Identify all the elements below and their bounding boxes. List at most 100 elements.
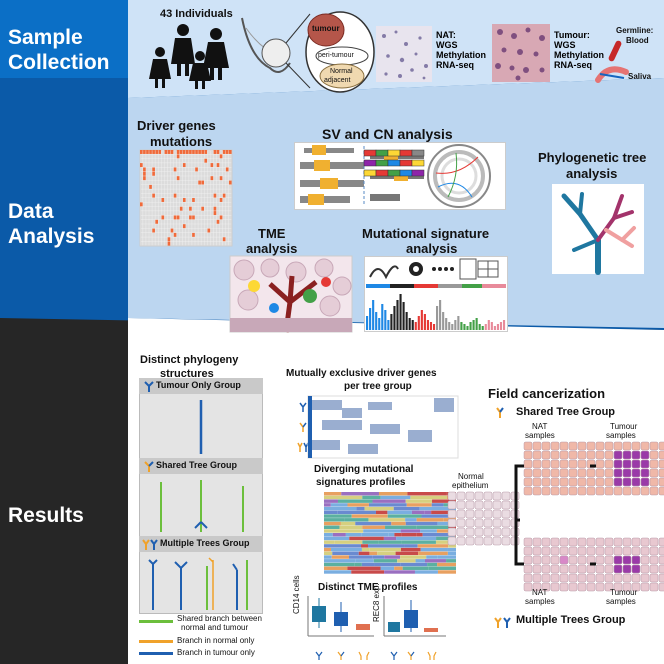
oncoprint-cell [192, 198, 195, 202]
oncoprint-cell [164, 241, 168, 246]
oncoprint-cell [167, 228, 171, 233]
epithelial-cell [492, 518, 502, 528]
epithelial-cell [456, 536, 466, 546]
oncoprint-cell [170, 224, 174, 229]
oncoprint-cell [170, 198, 174, 202]
oncoprint-cell [186, 176, 189, 181]
epithelial-cell [559, 477, 569, 487]
epithelial-cell [483, 527, 493, 537]
oncoprint-cell [228, 206, 232, 211]
oncoprint-cell [179, 171, 183, 176]
oncoprint-cell [182, 224, 186, 229]
oncoprint-cell [140, 202, 143, 207]
oncoprint-cell [213, 198, 217, 202]
epithelial-cell [465, 527, 475, 537]
oncoprint-cell [146, 180, 149, 185]
oncoprint-cell [149, 163, 152, 168]
epithelial-cell [586, 537, 596, 547]
signature-segment [378, 540, 402, 544]
oncoprint-cell [182, 198, 186, 202]
oncoprint-cell [216, 219, 220, 224]
signature-segment [426, 555, 438, 559]
epithelial-cell [550, 477, 560, 487]
epithelial-cell [586, 573, 596, 583]
epithelial-cell [649, 564, 659, 574]
nat-list-item: Methylation [436, 50, 487, 60]
oncoprint-cell [176, 198, 180, 202]
oncoprint-cell [152, 171, 155, 176]
signature-segment [324, 514, 352, 518]
epithelial-cell [586, 450, 596, 460]
epithelial-cell [559, 486, 569, 496]
oncoprint-cell [143, 211, 146, 216]
epithelial-cell [501, 518, 511, 528]
oncoprint-cell [192, 232, 195, 237]
oncoprint-cell [164, 176, 168, 181]
oncoprint-cell [222, 167, 226, 172]
tumour-samples-top-2: samples [606, 431, 636, 440]
oncoprint-cell [158, 202, 162, 207]
oncoprint-cell [216, 176, 220, 181]
data-analysis-label: Data Analysis [0, 192, 128, 256]
oncoprint-cell [167, 163, 171, 168]
epithelial-cell [649, 582, 659, 592]
oncoprint-cell [204, 150, 208, 154]
oncoprint-cell [213, 219, 217, 224]
signature-segment [402, 566, 429, 570]
epithelial-cell [595, 450, 605, 460]
oncoprint-cell [213, 224, 217, 229]
oncoprint-cell [158, 150, 162, 154]
epithelial-cell [649, 459, 659, 469]
signature-segment [324, 562, 355, 567]
signature-segment [324, 518, 345, 522]
oncoprint-cell [228, 189, 232, 194]
oncoprint-cell [216, 237, 220, 242]
oncoprint-cell [149, 184, 152, 189]
signature-segment [405, 499, 423, 503]
oncoprint-cell [204, 206, 208, 211]
oncoprint-cell [198, 171, 201, 176]
mutsig-bar [502, 320, 506, 330]
signature-segment [391, 521, 406, 526]
oncoprint-cell [216, 211, 220, 216]
epithelial-cell [631, 459, 641, 469]
epithelial-cell [595, 441, 605, 451]
signature-segment [330, 503, 348, 507]
epithelial-cell [465, 509, 475, 519]
oncoprint-cell [189, 180, 192, 185]
oncoprint-cell [170, 219, 174, 224]
signature-segment [368, 544, 405, 548]
oncoprint-cell [201, 163, 204, 168]
oncoprint-cell [228, 184, 232, 189]
signature-segment [324, 566, 348, 570]
epithelial-cell [447, 518, 457, 528]
oncoprint-cell [179, 167, 183, 172]
signature-segment [324, 495, 363, 500]
oncoprint-cell [146, 193, 149, 198]
tumour-top-grid [595, 441, 664, 496]
mutsig-bar [414, 322, 417, 330]
epithelial-cell [492, 500, 502, 510]
epithelial-cell [568, 450, 578, 460]
epithelial-cell [622, 459, 632, 469]
oncoprint-cell [164, 228, 168, 233]
oncoprint-cell [207, 154, 211, 159]
signature-segment [337, 510, 376, 515]
epithelial-cell [613, 450, 623, 460]
oncoprint-cell [167, 150, 171, 154]
oncoprint-cell [216, 163, 220, 168]
oncoprint-cell [189, 202, 192, 207]
oncoprint-cell [179, 228, 183, 233]
oncoprint-cell [140, 158, 143, 163]
oncoprint-cell [179, 154, 183, 159]
oncoprint-cell [204, 189, 208, 194]
oncoprint-cell [176, 219, 180, 224]
oncoprint-cell [192, 215, 195, 220]
tme-title-2: analysis [246, 241, 298, 256]
oncoprint-cell [225, 228, 229, 233]
oncoprint-cell [207, 189, 211, 194]
oncoprint-cell [176, 215, 180, 220]
oncoprint-cell [207, 150, 211, 154]
oncoprint-cell [204, 228, 208, 233]
epithelial-cell [523, 573, 533, 583]
